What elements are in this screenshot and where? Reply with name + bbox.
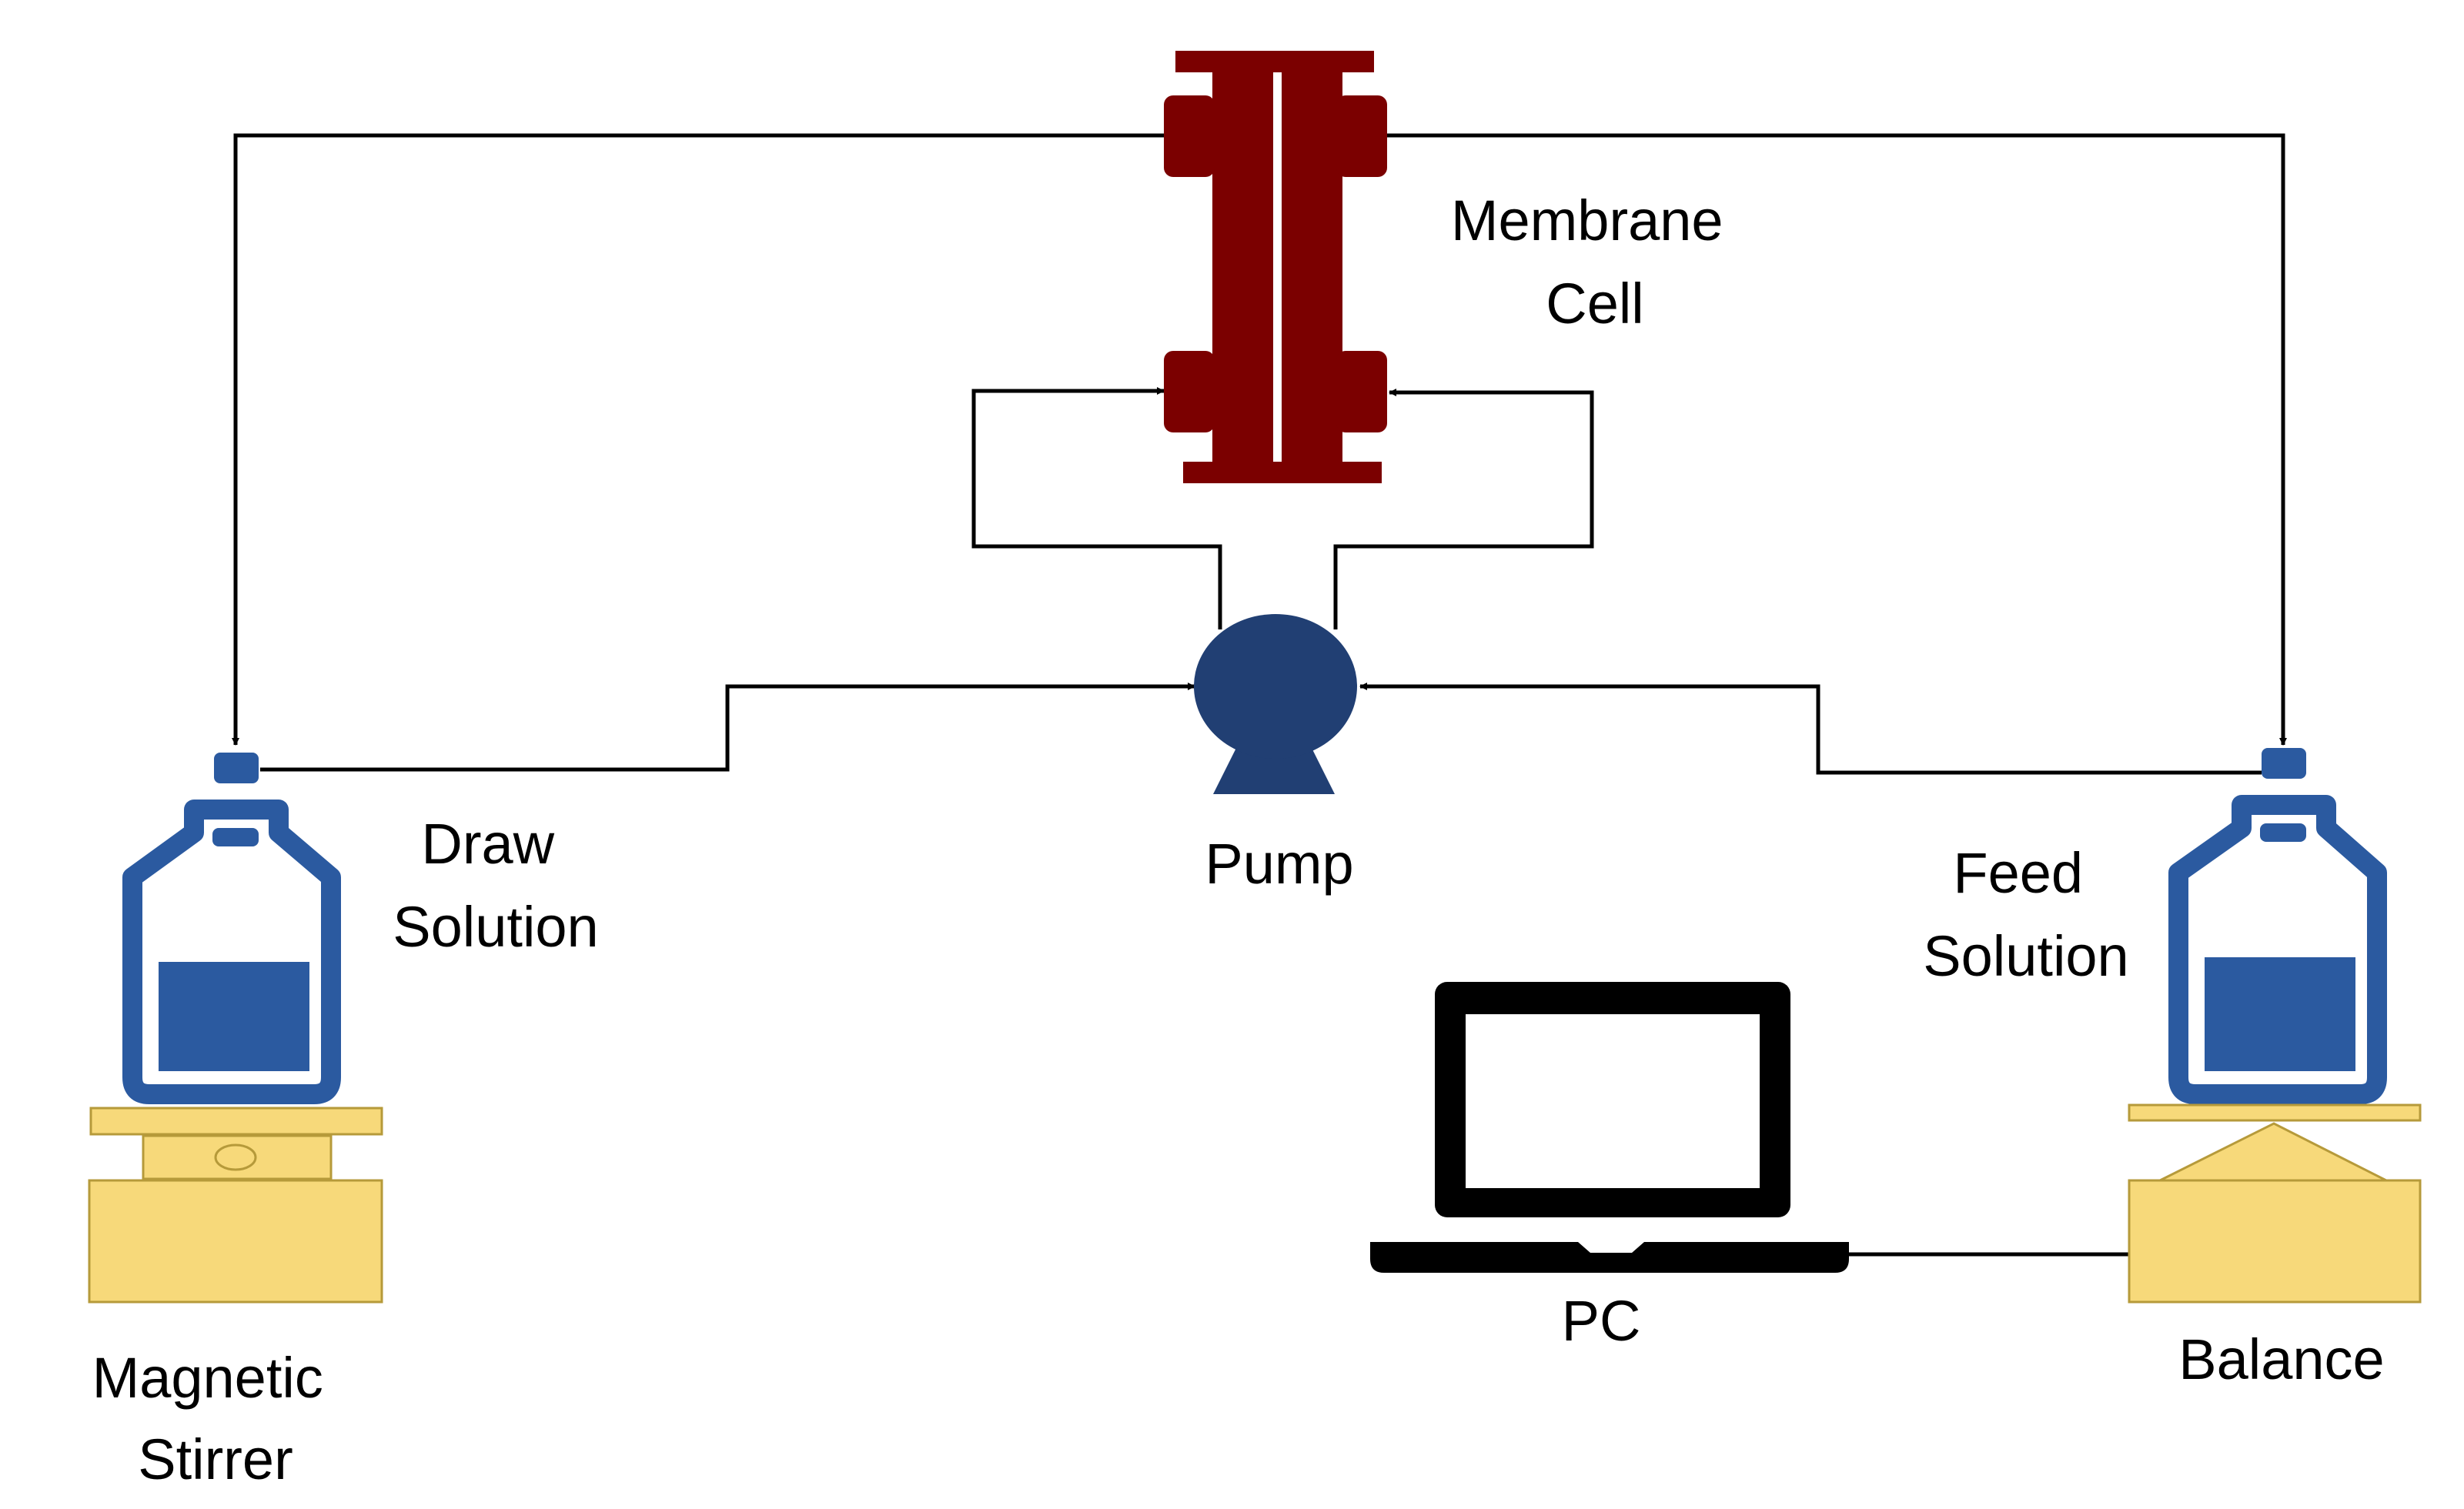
magnetic-stirrer-label-line1: Magnetic xyxy=(92,1346,323,1410)
membrane-bottom-plate xyxy=(1183,462,1382,483)
feed-bottle-neck-band xyxy=(2260,823,2306,842)
feed-solution-label: Feed Solution xyxy=(1923,841,2128,988)
feed-solution-label-line1: Feed xyxy=(1953,841,2083,905)
line-feed-to-pump xyxy=(1359,683,2262,775)
magnetic-stirrer xyxy=(88,1107,383,1304)
membrane-cell-label-line1: Membrane xyxy=(1451,189,1723,252)
balance-label: Balance xyxy=(2178,1327,2384,1391)
draw-solution-label-line1: Draw xyxy=(421,812,554,876)
membrane-top-plate xyxy=(1175,51,1374,72)
stirrer-base xyxy=(88,1179,383,1304)
connection-lines xyxy=(232,133,2287,1257)
feed-solution-label-line2: Solution xyxy=(1923,924,2128,988)
laptop-icon xyxy=(1370,982,1849,1273)
line-membrane-to-draw xyxy=(232,133,1164,746)
membrane-port-top-left xyxy=(1164,95,1215,177)
stirrer-middle xyxy=(142,1134,333,1180)
line-pump-to-membrane-right xyxy=(1333,389,1594,629)
membrane-right-half xyxy=(1282,72,1342,462)
stirrer-top-plate xyxy=(89,1107,383,1136)
pump xyxy=(1194,614,1357,794)
balance-pan xyxy=(2128,1103,2422,1122)
feed-solution-bottle xyxy=(2168,748,2387,1104)
membrane-port-bottom-left xyxy=(1164,351,1215,432)
draw-solution-label: Draw Solution xyxy=(393,812,598,959)
feed-bottle-liquid xyxy=(2205,957,2355,1071)
magnetic-stirrer-label-line2: Stirrer xyxy=(138,1427,293,1491)
draw-bottle-neck-band xyxy=(212,828,259,846)
membrane-cell xyxy=(1164,51,1387,483)
balance-base xyxy=(2128,1179,2422,1304)
membrane-cell-label: Membrane Cell xyxy=(1451,189,1739,336)
feed-bottle-cap xyxy=(2262,748,2306,779)
membrane-left-half xyxy=(1212,72,1273,462)
stirrer-knob xyxy=(214,1143,257,1171)
membrane-cell-label-line2: Cell xyxy=(1546,272,1643,336)
balance xyxy=(2128,1103,2422,1304)
balance-pedestal xyxy=(2159,1122,2387,1182)
membrane-port-top-right xyxy=(1336,95,1387,177)
pc-label: PC xyxy=(1562,1289,1641,1353)
line-draw-to-pump xyxy=(260,683,1195,772)
magnetic-stirrer-label: Magnetic Stirrer xyxy=(92,1346,339,1491)
draw-bottle-liquid xyxy=(159,962,309,1071)
draw-bottle-cap xyxy=(214,753,259,783)
line-membrane-to-feed xyxy=(1385,133,2287,746)
line-pump-to-membrane-left xyxy=(971,387,1222,629)
membrane-port-bottom-right xyxy=(1336,351,1387,432)
pump-body xyxy=(1194,614,1357,759)
laptop-display xyxy=(1466,1014,1760,1188)
laptop-base xyxy=(1370,1242,1849,1273)
draw-solution-label-line2: Solution xyxy=(393,895,598,959)
pump-base xyxy=(1213,742,1335,794)
draw-solution-bottle xyxy=(122,753,341,1104)
pump-label: Pump xyxy=(1205,832,1353,896)
